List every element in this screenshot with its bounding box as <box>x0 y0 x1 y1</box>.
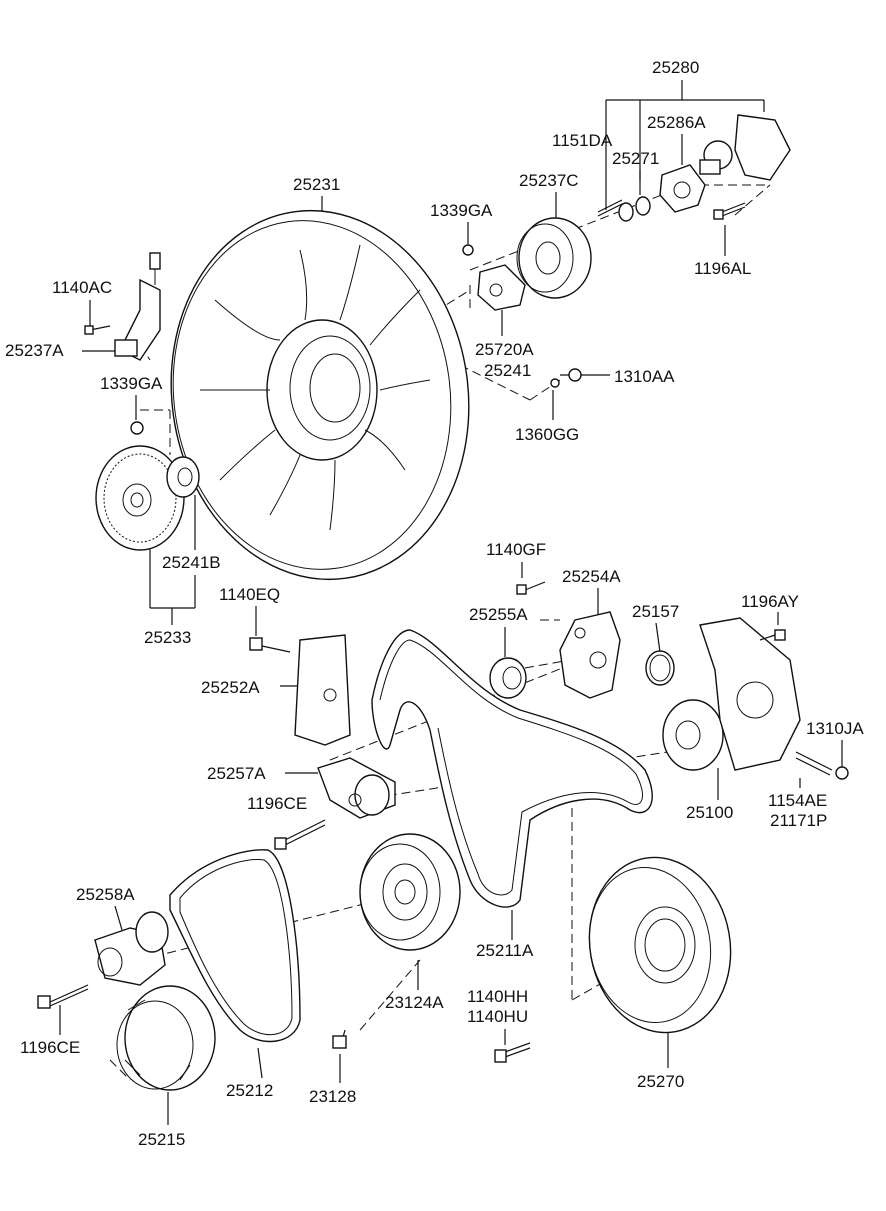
bolt-1196ce-mid <box>274 819 326 850</box>
label-25257a: 25257A <box>207 764 266 783</box>
label-1140ac: 1140AC <box>52 278 112 297</box>
sensor-25237a <box>114 252 161 361</box>
label-1196ce-mid: 1196CE <box>247 794 307 813</box>
tensioner-25254a <box>559 611 621 699</box>
bolt-1196ce-low <box>37 984 89 1009</box>
label-25100: 25100 <box>686 803 733 822</box>
crank-pulley-23124a <box>359 833 461 951</box>
bolt-1140hh <box>494 1042 531 1063</box>
label-1140gf: 1140GF <box>486 540 546 559</box>
label-1151da: 1151DA <box>552 131 613 150</box>
label-25271: 25271 <box>612 149 659 168</box>
nut-1310ja <box>835 766 849 780</box>
bolt-1140ac <box>84 325 111 335</box>
label-1310ja: 1310JA <box>806 719 864 738</box>
label-25241: 25241 <box>484 361 531 380</box>
label-25280: 25280 <box>652 58 699 77</box>
bracket-25720a <box>477 264 526 311</box>
label-25720a: 25720A <box>475 340 534 359</box>
label-25212: 25212 <box>226 1081 273 1100</box>
tensioner-25258a <box>94 911 169 986</box>
label-1339ga-left: 1339GA <box>100 374 163 393</box>
label-25215: 25215 <box>138 1130 185 1149</box>
bolt-1196al <box>713 202 746 220</box>
idler-25255a <box>489 657 527 699</box>
label-25254a: 25254A <box>562 567 621 586</box>
label-25157: 25157 <box>632 602 679 621</box>
pulley-25237c <box>516 217 592 299</box>
fan-25231 <box>170 209 470 581</box>
pulley-25215 <box>116 985 216 1091</box>
tensioner-25257a <box>317 757 396 819</box>
label-25211a: 25211A <box>476 941 534 960</box>
label-1196ay: 1196AY <box>741 592 799 611</box>
label-1140hu: 1140HU <box>467 1007 528 1026</box>
bolt-1140eq <box>249 637 291 653</box>
nut-1339ga-left <box>130 421 144 435</box>
leader-lines <box>59 80 843 1125</box>
label-1196ce-low: 1196CE <box>20 1038 80 1057</box>
label-25233: 25233 <box>144 628 191 647</box>
washer-1360gg <box>550 378 560 388</box>
label-1196al: 1196AL <box>694 259 751 278</box>
bracket-25252a <box>294 634 351 746</box>
bolt-23128 <box>332 1029 347 1049</box>
stud-1154ae <box>795 751 833 776</box>
bolt-1196ay <box>759 629 786 641</box>
label-23128: 23128 <box>309 1087 356 1106</box>
label-1339ga-top: 1339GA <box>430 201 493 220</box>
label-25270: 25270 <box>637 1072 684 1091</box>
label-1140eq: 1140EQ <box>219 585 280 604</box>
damper-25270 <box>588 856 732 1034</box>
nut-1339ga-top <box>462 244 474 256</box>
bracket-25280 <box>699 114 791 181</box>
label-1310aa: 1310AA <box>614 367 675 386</box>
label-21171p: 21171P <box>770 811 827 830</box>
label-25237c: 25237C <box>519 171 579 190</box>
belt-25212 <box>169 849 301 1043</box>
label-25231: 25231 <box>293 175 340 194</box>
label-25241b: 25241B <box>162 553 221 572</box>
hub-25286a <box>659 164 706 213</box>
label-1360gg: 1360GG <box>515 425 579 444</box>
label-25252a: 25252A <box>201 678 260 697</box>
label-1140hh: 1140HH <box>467 987 528 1006</box>
belt-25211a <box>371 629 653 908</box>
oring-25157 <box>645 650 675 686</box>
bolt-1140gf <box>516 581 546 595</box>
label-1154ae: 1154AE <box>768 791 827 810</box>
label-25237a: 25237A <box>5 341 64 360</box>
nut-1310aa <box>568 368 582 382</box>
bolt-1151da <box>597 199 623 217</box>
washers-25271 <box>618 196 651 222</box>
fan-clutch-25233 <box>95 445 200 551</box>
label-25255a: 25255A <box>469 605 528 624</box>
water-pump-25100 <box>662 617 801 771</box>
label-25258a: 25258A <box>76 885 135 904</box>
label-25286a: 25286A <box>647 113 706 132</box>
label-23124a: 23124A <box>385 993 444 1012</box>
